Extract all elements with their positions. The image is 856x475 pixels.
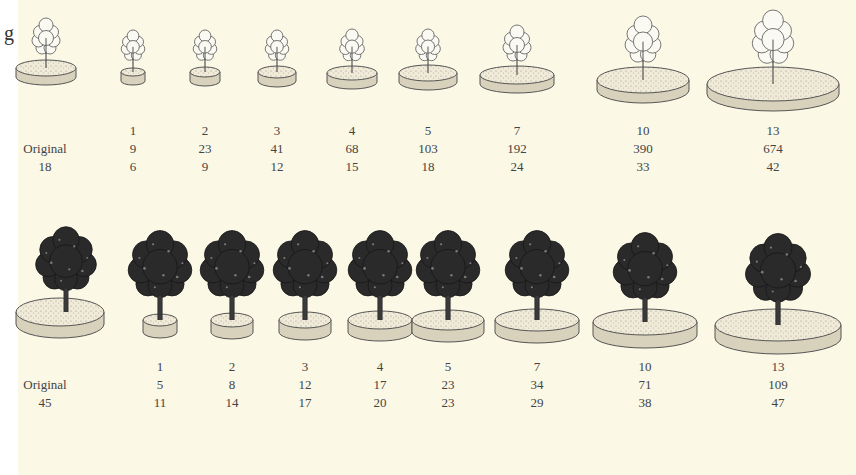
table-cell: 13 — [767, 123, 780, 138]
table-cell: 3 — [274, 123, 281, 138]
page-letter: g — [4, 22, 14, 44]
table-cell: 674 — [763, 141, 783, 156]
table-cell: 18 — [39, 159, 52, 174]
table-cell: 12 — [299, 377, 312, 392]
table-cell: 4 — [377, 359, 384, 374]
table-cell: 34 — [531, 377, 544, 392]
table-cell: 71 — [639, 377, 652, 392]
table-cell: 68 — [346, 141, 359, 156]
table-cell: 192 — [507, 141, 527, 156]
table-cell: 5 — [445, 359, 452, 374]
table-cell: 23 — [199, 141, 212, 156]
table-cell: 5 — [425, 123, 432, 138]
table-cell: 38 — [639, 395, 652, 410]
table-cell: 20 — [374, 395, 387, 410]
table-cell: 103 — [418, 141, 438, 156]
table-cell: 29 — [531, 395, 544, 410]
table-cell: 10 — [639, 359, 652, 374]
table-cell: 5 — [157, 377, 164, 392]
table-cell: 33 — [637, 159, 650, 174]
table-cell: 24 — [511, 159, 524, 174]
table-cell: 7 — [534, 359, 541, 374]
table-cell: 15 — [346, 159, 359, 174]
table-cell: 8 — [229, 377, 236, 392]
table-cell: 1 — [130, 123, 137, 138]
table-cell: 9 — [130, 141, 137, 156]
table-cell: 23 — [442, 395, 455, 410]
table-cell: 17 — [299, 395, 312, 410]
table-cell: Original — [23, 141, 66, 156]
table-cell: 45 — [39, 395, 52, 410]
table-cell: 47 — [772, 395, 785, 410]
table-cell: 390 — [633, 141, 653, 156]
table-cell: 11 — [154, 395, 167, 410]
table-cell: 14 — [226, 395, 239, 410]
table-cell: 7 — [514, 123, 521, 138]
table-cell: 10 — [637, 123, 650, 138]
table-cell: 4 — [349, 123, 356, 138]
table-cell: 3 — [302, 359, 309, 374]
table-cell: 2 — [229, 359, 236, 374]
table-cell: 9 — [202, 159, 209, 174]
table-cell: 41 — [271, 141, 284, 156]
table-cell: 2 — [202, 123, 209, 138]
table-cell: 1 — [157, 359, 164, 374]
table-cell: 12 — [271, 159, 284, 174]
table-cell: Original — [23, 377, 66, 392]
table-cell: 42 — [767, 159, 780, 174]
table-cell: 17 — [374, 377, 387, 392]
table-cell: 6 — [130, 159, 137, 174]
table-cell: 23 — [442, 377, 455, 392]
table-cell: 109 — [768, 377, 788, 392]
table-cell: 13 — [772, 359, 785, 374]
table-cell: 18 — [422, 159, 435, 174]
